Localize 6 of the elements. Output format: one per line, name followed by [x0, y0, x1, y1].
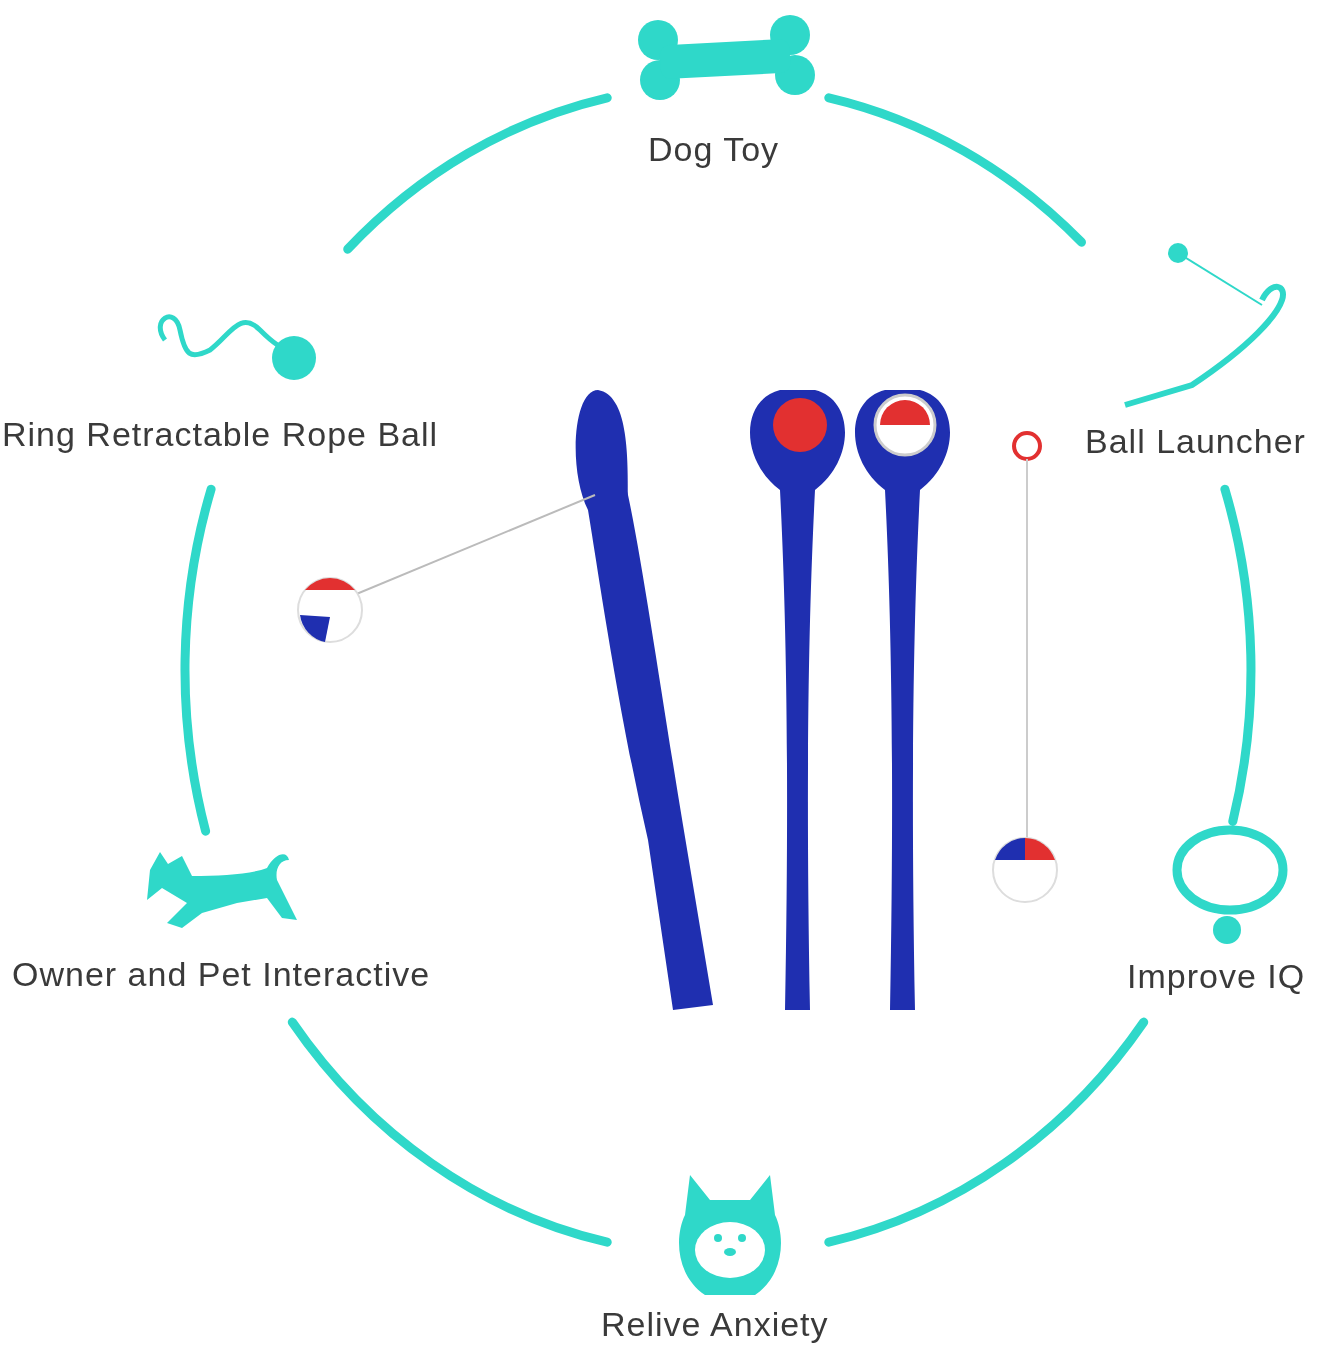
feature-label: Owner and Pet Interactive [12, 955, 431, 994]
feature-label: Ring Retractable Rope Ball [2, 415, 439, 454]
feature-label: Dog Toy [648, 130, 780, 169]
feature-label: Improve IQ [1127, 957, 1306, 996]
feature-label: Ball Launcher [1085, 422, 1306, 461]
feature-label: Relive Anxiety [601, 1305, 829, 1344]
